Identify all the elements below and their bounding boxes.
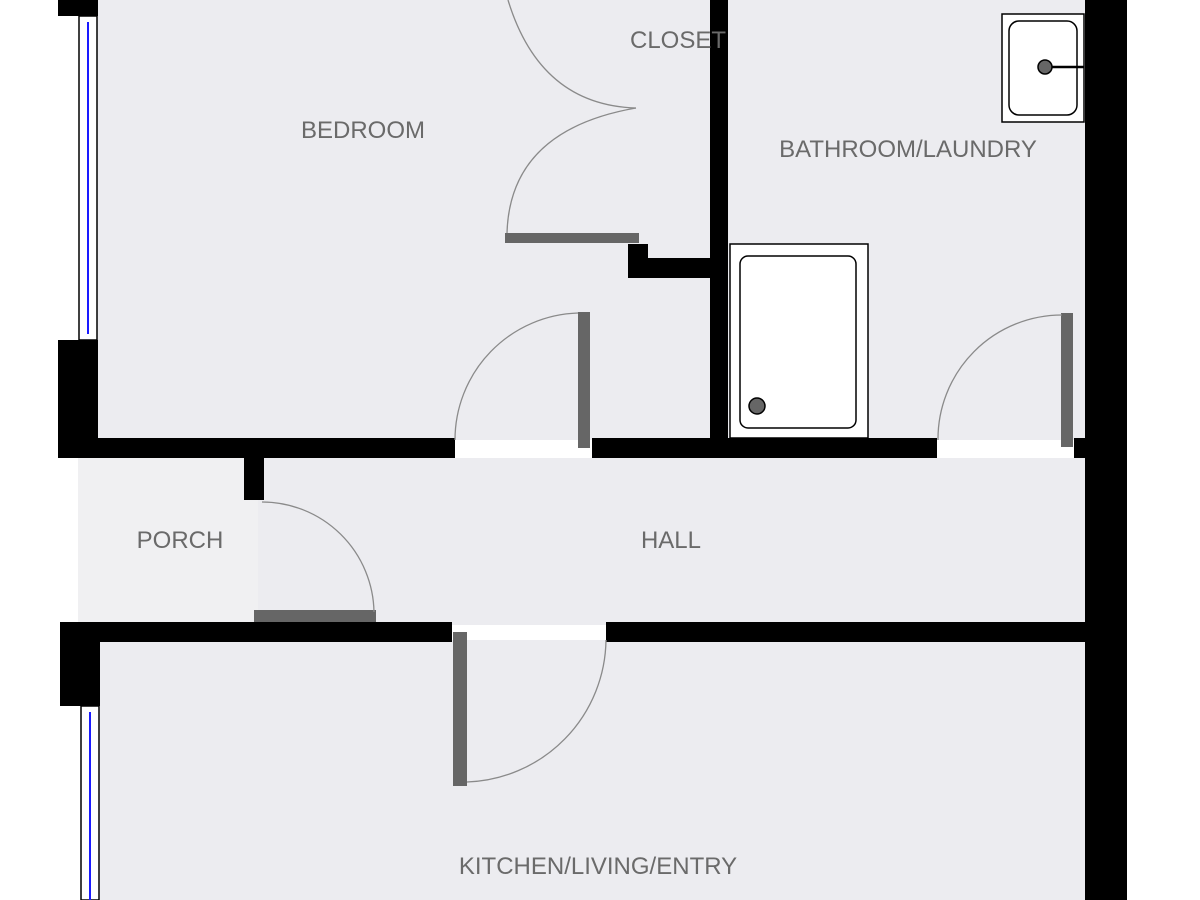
- sink-drain-icon: [1037, 59, 1053, 75]
- porch-floor: [78, 458, 258, 625]
- doors: [254, 0, 1073, 786]
- walls: [58, 0, 1127, 900]
- bathroom-door-swing: [937, 314, 1063, 441]
- wall-hall-kitchen-right: [606, 622, 1088, 642]
- room-label-hall: HALL: [641, 527, 701, 554]
- kitchen-floor: [100, 640, 1085, 900]
- room-labels: BEDROOM CLOSET BATHROOM/LAUNDRY PORCH HA…: [137, 27, 1037, 880]
- kitchen-door-leaf: [453, 632, 467, 786]
- fixtures: [729, 13, 1085, 439]
- bedroom-door-leaf: [578, 312, 590, 448]
- porch-door-swing: [261, 501, 375, 613]
- kitchen-door-swing: [466, 639, 607, 783]
- wall-bedroom-hall-right: [592, 438, 937, 458]
- porch-door-leaf: [254, 610, 376, 622]
- bedroom-door-swing: [454, 312, 579, 441]
- bathroom-door: [937, 313, 1073, 447]
- bathroom-door-leaf: [1061, 313, 1073, 447]
- wall-bedroom-hall-left: [58, 438, 455, 458]
- closet-doors: [505, 0, 639, 243]
- wall-hall-kitchen-left: [60, 622, 452, 642]
- wall-porch-stub: [244, 458, 264, 500]
- room-label-kitchen-living-entry: KITCHEN/LIVING/ENTRY: [459, 853, 737, 880]
- wall-exterior-right: [1085, 0, 1127, 900]
- sink: [1001, 13, 1085, 123]
- wall-closet-bath-divider: [710, 0, 728, 458]
- shower-tray-inner: [739, 255, 857, 429]
- kitchen-door: [453, 632, 607, 786]
- room-label-closet: CLOSET: [630, 27, 726, 54]
- room-label-porch: PORCH: [137, 527, 224, 554]
- hall-floor: [258, 458, 1085, 625]
- bedroom-floor: [97, 0, 713, 440]
- room-label-bedroom: BEDROOM: [301, 117, 425, 144]
- porch-door: [254, 501, 376, 622]
- closet-door-swing-lower: [506, 107, 637, 234]
- wall-bath-hall-stub: [1074, 438, 1088, 458]
- window-kitchen: [80, 705, 100, 900]
- bedroom-door: [454, 312, 590, 448]
- wall-closet-bottom: [628, 258, 728, 278]
- wall-closet-jamb: [628, 244, 648, 278]
- wall-left-top-cap: [58, 0, 98, 16]
- closet-door-leaf: [505, 233, 639, 243]
- closet-door-swing-upper: [507, 0, 637, 109]
- shower-drain-icon: [748, 397, 766, 415]
- window-bedroom: [78, 15, 98, 341]
- windows: [78, 15, 100, 900]
- room-label-bathroom-laundry: BATHROOM/LAUNDRY: [779, 136, 1037, 163]
- shower: [729, 243, 869, 439]
